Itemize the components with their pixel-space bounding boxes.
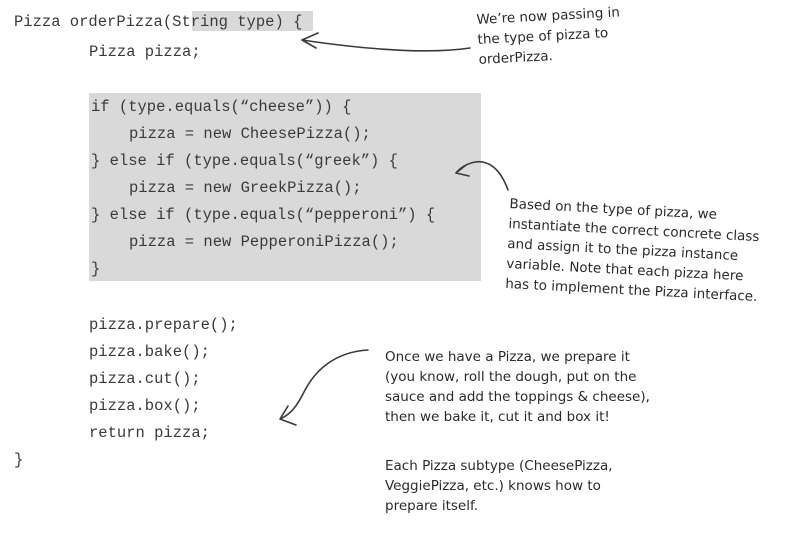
subtype-note-line: Each Pizza subtype (CheesePizza, bbox=[385, 458, 613, 474]
code-line-box: pizza.box(); bbox=[89, 397, 201, 415]
code-line-new-greek: pizza = new GreekPizza(); bbox=[129, 179, 362, 197]
signature-suffix: ) { bbox=[274, 13, 303, 31]
code-line-new-pepperoni: pizza = new PepperoniPizza(); bbox=[129, 233, 399, 251]
prepare-arrow-icon bbox=[281, 349, 369, 419]
method-signature: Pizza orderPizza(String type) { bbox=[14, 13, 302, 31]
code-line-new-cheese: pizza = new CheesePizza(); bbox=[129, 125, 371, 143]
code-line-close-method: } bbox=[14, 451, 24, 469]
prepare-arrowhead-icon bbox=[279, 405, 297, 426]
code-line-prepare: pizza.prepare(); bbox=[89, 316, 238, 334]
parameter-highlight bbox=[192, 11, 313, 31]
code-line-cut: pizza.cut(); bbox=[89, 370, 201, 388]
code-line-decl: Pizza pizza; bbox=[89, 43, 201, 61]
code-line-return: return pizza; bbox=[89, 424, 210, 442]
code-line-if-greek: } else if (type.equals(“greek”) { bbox=[91, 152, 398, 170]
prepare-note-line: then we bake it, cut it and box it! bbox=[385, 409, 610, 425]
signature-param: String type bbox=[172, 13, 275, 31]
code-line-close-if: } bbox=[91, 260, 101, 278]
subtype-note-line: VeggiePizza, etc.) knows how to bbox=[385, 478, 601, 494]
prepare-note: Once we have a Pizza, we prepare it (you… bbox=[385, 347, 650, 427]
conditional-highlight-block bbox=[89, 93, 481, 281]
code-line-bake: pizza.bake(); bbox=[89, 343, 210, 361]
prepare-note-line: Once we have a Pizza, we prepare it bbox=[385, 349, 630, 365]
param-arrowhead-icon bbox=[301, 32, 319, 49]
prepare-note-line: (you know, roll the dough, put on the bbox=[385, 369, 637, 385]
subtype-note-line: prepare itself. bbox=[385, 498, 479, 514]
code-line-if-pepperoni: } else if (type.equals(“pepperoni”) { bbox=[91, 206, 436, 224]
signature-prefix: Pizza orderPizza( bbox=[14, 13, 173, 31]
param-arrow-icon bbox=[301, 39, 471, 52]
code-line-if-cheese: if (type.equals(“cheese”)) { bbox=[91, 98, 352, 116]
subtype-note: Each Pizza subtype (CheesePizza, VeggieP… bbox=[385, 456, 613, 516]
prepare-note-line: sauce and add the toppings & cheese), bbox=[385, 389, 650, 405]
instance-arrowhead-icon bbox=[455, 164, 470, 177]
